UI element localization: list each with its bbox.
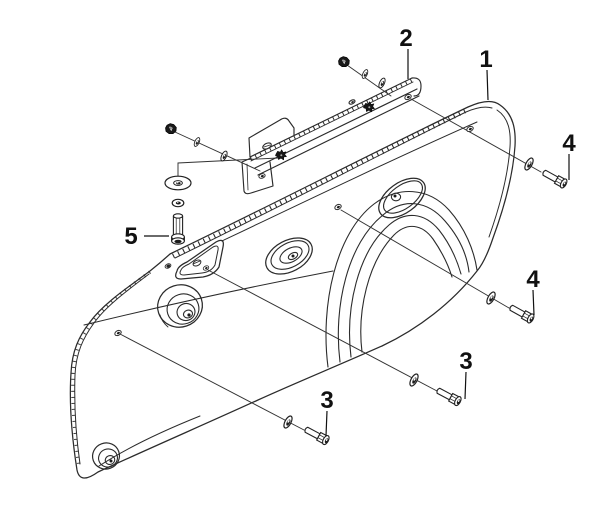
- leader-part5: [177, 157, 279, 178]
- panel-top-edge-inner: [174, 106, 493, 259]
- round-boss: [157, 284, 203, 328]
- callout-4-bottom: 4: [526, 266, 540, 316]
- bracket-bar-top: [249, 77, 413, 158]
- part5-bolt: [171, 213, 185, 245]
- nut-group-top: [336, 54, 387, 90]
- bracket-bar-hatch: [249, 78, 414, 161]
- callouts: 1 2 3 3 4 4 5: [124, 25, 576, 437]
- washer: [360, 68, 370, 80]
- bracket-foot: [241, 157, 274, 195]
- callout-3-left-line: [325, 410, 328, 437]
- leader-nut-group-top: [346, 64, 392, 97]
- callout-4-top-label: 4: [562, 130, 576, 157]
- callout-4-bottom-line: [532, 289, 535, 316]
- flat-washer: [164, 175, 192, 191]
- bracket-flange-bottom: [257, 95, 420, 176]
- leader-nut-group-left: [174, 131, 261, 172]
- hex-bolt: [540, 167, 569, 190]
- washer: [484, 290, 498, 306]
- panel-hole-left: [113, 328, 123, 338]
- callout-1-line: [486, 69, 489, 101]
- panel-hole-middle: [333, 202, 343, 212]
- panel-recess: [175, 239, 224, 280]
- bolt3-left-set: [281, 414, 331, 447]
- panel-bottom-edge-inner: [98, 415, 201, 467]
- washer: [377, 76, 387, 90]
- panel-left-edge-hatch: [71, 270, 151, 468]
- panel-upper-crease: [221, 121, 478, 242]
- oval-boss-middle: [265, 237, 313, 275]
- panel-outline: [69, 100, 516, 479]
- panel-top-edge-hatch: [172, 107, 468, 259]
- callout-3-right: 3: [459, 348, 473, 400]
- washer: [219, 149, 229, 163]
- callout-1: 1: [479, 46, 493, 101]
- nut-group-left: [163, 121, 229, 163]
- panel-hole: [163, 262, 173, 270]
- washer: [192, 136, 202, 148]
- callout-3-right-line: [464, 371, 467, 400]
- bolt4-top-set: [522, 156, 569, 190]
- panel-left-edge-inner: [74, 273, 150, 465]
- leader-bolt3-right: [207, 269, 438, 392]
- callout-2: 2: [399, 25, 413, 79]
- callout-3-left: 3: [320, 387, 334, 437]
- panel-lower-crease: [83, 270, 334, 326]
- flange-nut: [163, 121, 179, 137]
- callout-5: 5: [124, 223, 169, 250]
- callout-2-label: 2: [399, 25, 412, 52]
- callout-1-label: 1: [479, 46, 492, 73]
- leader-bolt4-top: [410, 98, 542, 173]
- panel-right-edge-inner: [488, 109, 511, 238]
- washer: [522, 156, 536, 172]
- cover-panel: [69, 100, 516, 479]
- bracket-end-cap: [411, 77, 422, 97]
- bracket-tab: [248, 117, 295, 158]
- leader-bolt3-left: [119, 333, 305, 431]
- callout-4-top: 4: [562, 130, 576, 180]
- callout-5-label: 5: [124, 223, 137, 250]
- hump-arches: [325, 191, 478, 368]
- callout-3-left-label: 3: [320, 387, 333, 414]
- hex-bolt: [434, 385, 463, 408]
- callout-3-right-label: 3: [459, 348, 472, 375]
- recess-clip: [192, 259, 202, 267]
- washer: [281, 414, 295, 430]
- grommet: [91, 442, 121, 470]
- leader-bolt4-bottom: [340, 209, 510, 309]
- washer: [407, 372, 421, 388]
- hex-bolt: [507, 302, 536, 325]
- oval-boss-upper: [378, 177, 426, 219]
- lock-washer: [171, 198, 185, 208]
- part5-stack: [164, 175, 192, 245]
- leader-lines: [119, 64, 542, 431]
- callout-4-bottom-label: 4: [526, 266, 540, 293]
- bolt4-bottom-set: [484, 290, 536, 325]
